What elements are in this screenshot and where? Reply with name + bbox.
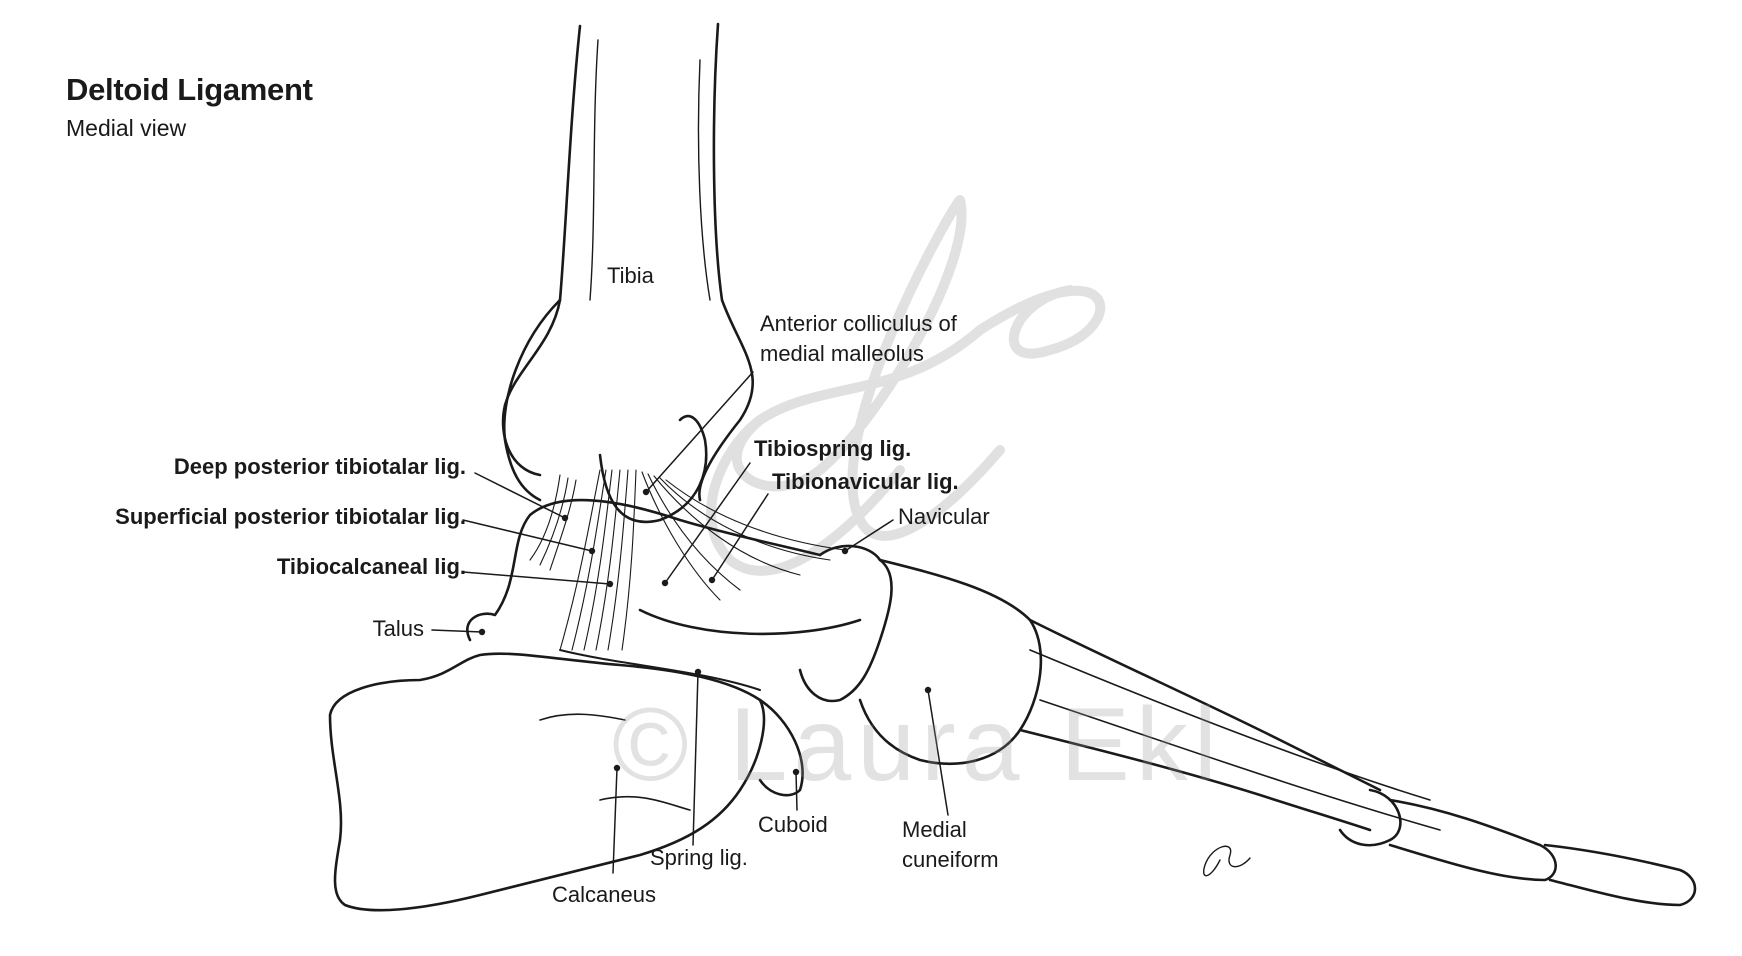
label-medial-cuneiform-line2: cuneiform bbox=[902, 847, 999, 872]
label-tibiospring-lig: Tibiospring lig. bbox=[754, 436, 912, 461]
medial-malleolus bbox=[598, 414, 708, 524]
cuboid-bone bbox=[758, 698, 804, 797]
artist-signature bbox=[1203, 845, 1251, 877]
tibia-shaft-line-2 bbox=[697, 59, 711, 301]
label-cuboid: Cuboid bbox=[758, 812, 828, 837]
distal-phalanx bbox=[1543, 843, 1697, 907]
lateral-metatarsals bbox=[1029, 649, 1441, 831]
label-deep-posterior-tibiotalar-lig: Deep posterior tibiotalar lig. bbox=[173, 454, 466, 479]
talus-head bbox=[638, 608, 862, 636]
label-tibionavicular-lig: Tibionavicular lig. bbox=[772, 469, 959, 494]
label-anterior-colliculus-line2: medial malleolus bbox=[760, 341, 924, 366]
leader-dots bbox=[478, 488, 932, 776]
first-metatarsal bbox=[1018, 618, 1382, 832]
signature-watermark bbox=[706, 195, 1106, 576]
fibula-behind bbox=[502, 298, 562, 502]
label-tibiocalcaneal-lig: Tibiocalcaneal lig. bbox=[276, 554, 466, 579]
label-medial-cuneiform-line1: Medial bbox=[902, 817, 967, 842]
copyright-watermark: © Laura Ekl bbox=[612, 687, 1223, 803]
label-talus: Talus bbox=[372, 616, 424, 641]
medial-cuneiform-bone bbox=[858, 558, 1043, 766]
calcaneus-sustentaculum bbox=[599, 795, 691, 811]
calcaneus-ridge bbox=[539, 713, 626, 721]
diagram-subtitle: Medial view bbox=[66, 115, 187, 141]
leader-lines bbox=[431, 371, 949, 874]
label-spring-lig: Spring lig. bbox=[650, 845, 748, 870]
proximal-phalanx bbox=[1388, 798, 1557, 882]
diagram-title: Deltoid Ligament bbox=[66, 72, 313, 107]
label-navicular: Navicular bbox=[898, 504, 990, 529]
navicular-bone bbox=[798, 544, 893, 703]
label-calcaneus: Calcaneus bbox=[552, 882, 656, 907]
talus-bone bbox=[466, 498, 822, 642]
calcaneus-bone bbox=[328, 652, 766, 912]
label-anterior-colliculus-line1: Anterior colliculus of bbox=[760, 311, 957, 336]
label-superficial-posterior-tibiotalar-lig: Superficial posterior tibiotalar lig. bbox=[115, 504, 466, 529]
metatarsal-head bbox=[1338, 788, 1402, 847]
spring-ligament bbox=[559, 649, 761, 691]
tibia-shaft-line bbox=[589, 39, 599, 301]
label-tibia: Tibia bbox=[607, 263, 654, 288]
